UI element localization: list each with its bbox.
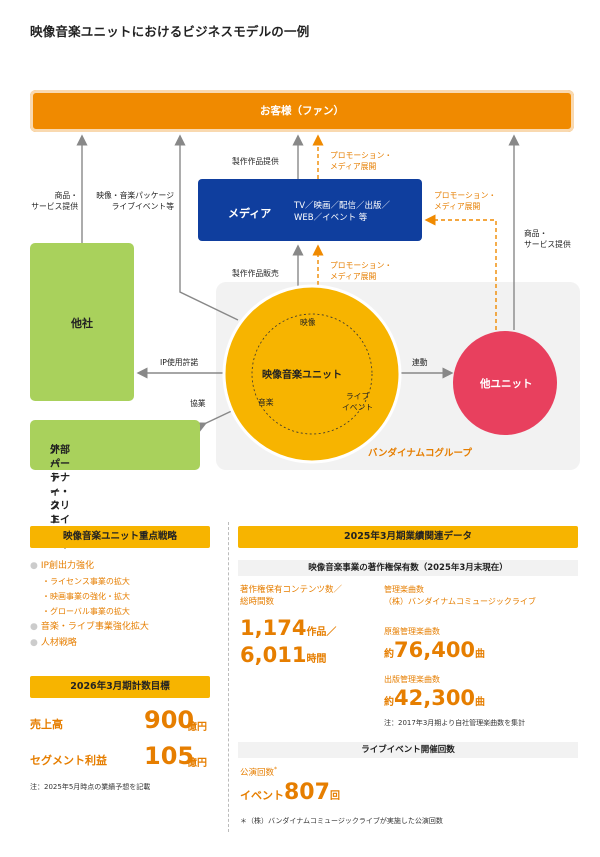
copyright-heading: 映像音楽事業の著作権保有数（2025年3月末現在） bbox=[238, 560, 578, 576]
label-goods-left: 商品・サービス提供 bbox=[31, 191, 78, 211]
label-link: 連動 bbox=[412, 358, 428, 367]
arrow-unit-to-fan-package bbox=[174, 134, 239, 321]
label-ip-license: IP使用許諾 bbox=[160, 358, 199, 367]
strategy-heading: 映像音楽ユニット重点戦略 bbox=[30, 526, 210, 548]
label-goods-right: 商品・サービス提供 bbox=[524, 229, 571, 249]
hours-stat: 6,011時間 bbox=[240, 643, 327, 667]
strategy-list: ●IP創出力強化 ・ライセンス事業の拡大 ・映画事業の強化・拡大 ・グローバル事… bbox=[30, 558, 220, 651]
target-profit-unit: 億円 bbox=[187, 758, 207, 769]
target-heading: 2026年3月期計数目標 bbox=[30, 676, 210, 698]
live-heading: ライブイベント開催回数 bbox=[238, 742, 578, 758]
contents-stat: 1,174作品／ bbox=[240, 616, 337, 640]
company-label: 他社 bbox=[71, 317, 93, 330]
live-stat: イベント807回 bbox=[240, 780, 340, 805]
other-unit-label: 他ユニット bbox=[480, 378, 533, 390]
strategy-sub-license: ・ライセンス事業の拡大 bbox=[42, 577, 130, 586]
label-promo-right: プロモーション・メディア展開 bbox=[434, 191, 497, 211]
target-sales-value: 900 bbox=[144, 706, 195, 734]
company-box: 他社 bbox=[30, 243, 134, 401]
managed-note: 注：2017年3月期より自社管理楽曲数を集計 bbox=[384, 719, 526, 727]
target-sales-unit: 億円 bbox=[187, 722, 207, 733]
page-title: 映像音楽ユニットにおけるビジネスモデルの一例 bbox=[30, 24, 310, 39]
fan-label: お客様（ファン） bbox=[260, 105, 344, 117]
live-label: 公演回数* bbox=[240, 766, 278, 778]
label-promo-top: プロモーション・メディア展開 bbox=[330, 151, 393, 171]
column-divider bbox=[228, 522, 229, 832]
label-promo-mid: プロモーション・メディア展開 bbox=[330, 261, 393, 281]
strategy-item-ip: ●IP創出力強化 bbox=[30, 561, 94, 571]
media-label: メディア bbox=[228, 207, 272, 220]
target-sales-label: 売上高 bbox=[30, 718, 63, 731]
other-unit-circle bbox=[453, 331, 557, 435]
bandai-group-label: バンダイナムコグループ bbox=[368, 448, 472, 459]
unit-label: 映像音楽ユニット bbox=[262, 370, 342, 381]
master-stat: 約76,400曲 bbox=[384, 638, 486, 662]
strategy-item-music: ●音楽・ライブ事業強化拡大 bbox=[30, 622, 149, 632]
strategy-item-people: ●人材戦略 bbox=[30, 638, 77, 648]
managed-label: 管理楽曲数（株）バンダイナムコミュージックライブ bbox=[384, 585, 536, 606]
strategy-sub-movie: ・映画事業の強化・拡大 bbox=[42, 592, 130, 601]
arrow-promo-other-media bbox=[424, 214, 497, 330]
label-package: 映像・音楽パッケージライブイベント等 bbox=[96, 191, 174, 211]
target-profit-value: 105 bbox=[144, 742, 195, 770]
flow-arrows bbox=[76, 134, 557, 464]
unit-inner-ring bbox=[251, 313, 373, 435]
media-desc: TV／映画／配信／出版／WEB／イベント 等 bbox=[294, 201, 391, 223]
label-works-sell: 製作作品販売 bbox=[232, 269, 279, 278]
fan-bar: お客様（ファン） bbox=[30, 90, 574, 132]
results-heading: 2025年3月期業績関連データ bbox=[238, 526, 578, 548]
partner-box: 外部パートナー・クリエイター・アーティスト bbox=[30, 420, 200, 554]
media-box: メディア TV／映画／配信／出版／WEB／イベント 等 bbox=[198, 179, 422, 241]
publish-label: 出版管理楽曲数 bbox=[384, 675, 440, 684]
target-note: 注：2025年5月時点の業績予想を記載 bbox=[30, 783, 151, 791]
contents-label: 著作権保有コンテンツ数／総時間数 bbox=[240, 585, 343, 607]
master-label: 原盤管理楽曲数 bbox=[384, 627, 440, 636]
unit-live-label: ライブイベント bbox=[342, 392, 374, 412]
target-profit-label: セグメント利益 bbox=[30, 754, 107, 767]
live-note: ＊（株）バンダイナムコミュージックライブが実施した公演回数 bbox=[240, 817, 443, 825]
unit-circle bbox=[222, 284, 402, 464]
unit-video-label: 映像 bbox=[300, 318, 316, 327]
publish-stat: 約42,300曲 bbox=[384, 686, 486, 710]
label-works-provide: 製作作品提供 bbox=[232, 157, 279, 166]
strategy-sub-global: ・グローバル事業の拡大 bbox=[42, 607, 130, 616]
unit-music-label: 音楽 bbox=[258, 398, 274, 407]
label-collab: 協業 bbox=[190, 399, 206, 408]
